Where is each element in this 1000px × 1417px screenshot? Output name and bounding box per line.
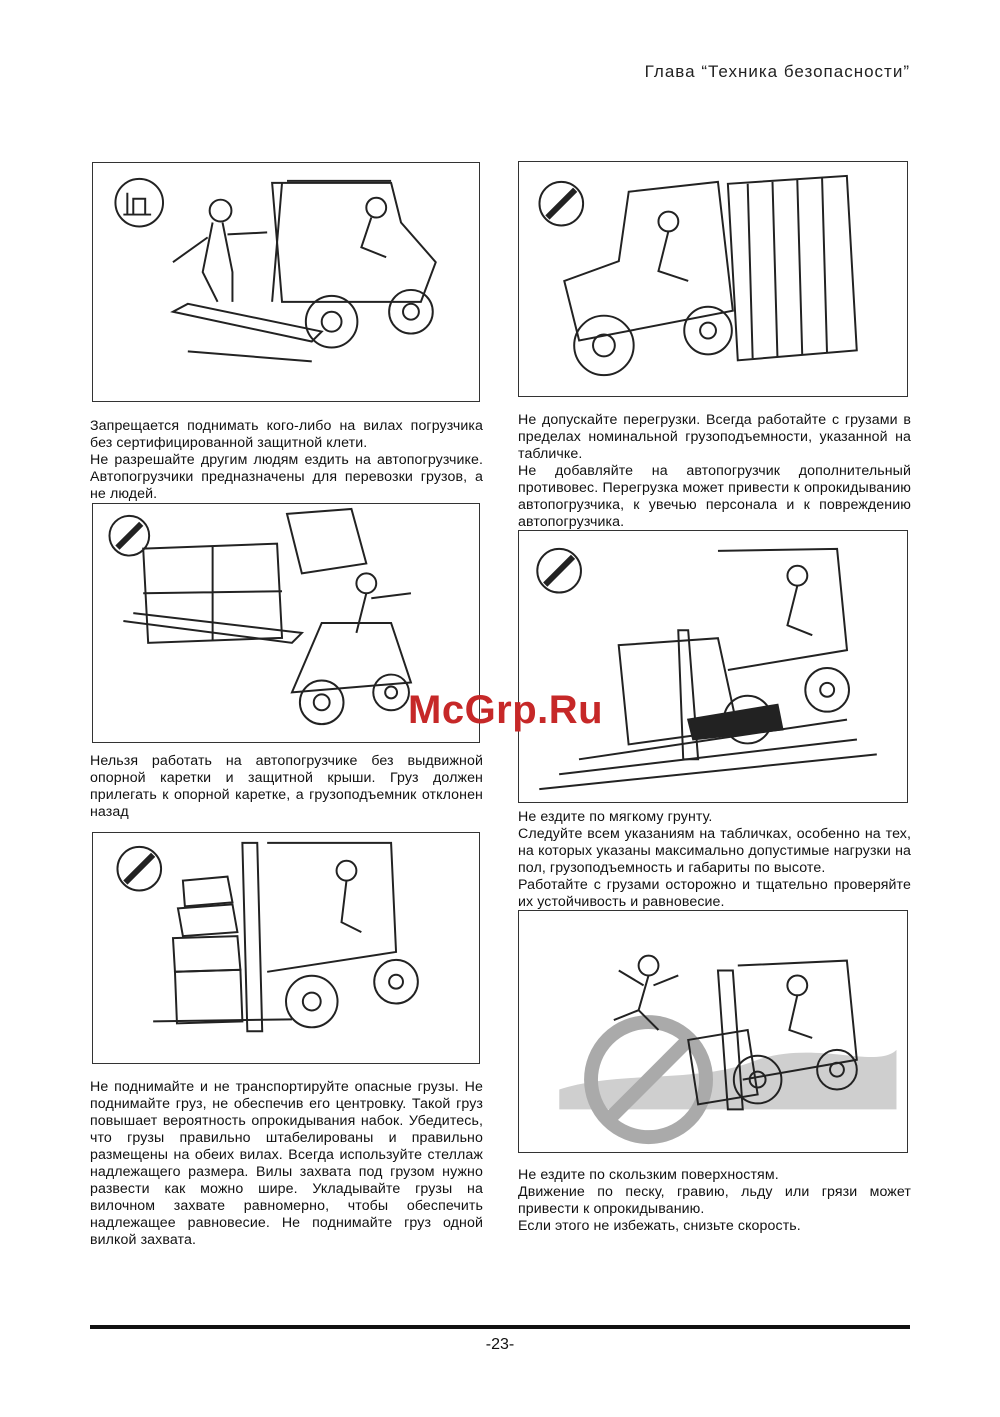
paragraph: Если этого не избежать, снизьте скорость… bbox=[518, 1218, 801, 1234]
paragraph: Не поднимайте и не транспортируйте опасн… bbox=[90, 1079, 483, 1248]
left-text-1: Запрещается поднимать кого-либо на вилах… bbox=[90, 418, 483, 503]
illustration-overload bbox=[518, 161, 908, 397]
prohibition-icon bbox=[538, 180, 585, 227]
paragraph: Следуйте всем указаниям на табличках, ос… bbox=[518, 826, 911, 876]
paragraph: Не ездите по скользким поверхностям. bbox=[518, 1167, 779, 1183]
prohibition-icon bbox=[108, 514, 151, 557]
chapter-header: Глава “Техника безопасности” bbox=[644, 62, 910, 81]
prohibition-icon bbox=[116, 845, 163, 892]
paragraph: Не ездите по мягкому грунту. bbox=[518, 809, 713, 825]
illustration-soft-ground bbox=[518, 530, 908, 803]
no-riding-icon bbox=[123, 192, 152, 216]
right-text-2: Не ездите по мягкому грунту. Следуйте вс… bbox=[518, 809, 911, 911]
paragraph: Не добавляйте на автопогрузчик дополните… bbox=[518, 463, 911, 530]
paragraph: Не разрешайте другим людям ездить на авт… bbox=[90, 452, 483, 502]
prohibition-icon bbox=[114, 177, 165, 228]
page-number: -23- bbox=[485, 1336, 515, 1353]
footer-rule bbox=[90, 1325, 910, 1329]
right-text-1: Не допускайте перегрузки. Всегда работай… bbox=[518, 412, 911, 531]
right-text-3: Не ездите по скользким поверхностям. Дви… bbox=[518, 1167, 911, 1235]
forklift-drawing bbox=[559, 954, 897, 1145]
forklift-drawing bbox=[536, 547, 877, 791]
paragraph: Движение по песку, гравию, льду или гряз… bbox=[518, 1184, 911, 1217]
paragraph: Нельзя работать на автопогрузчике без вы… bbox=[90, 753, 483, 820]
illustration-slippery-surface bbox=[518, 910, 908, 1153]
forklift-drawing bbox=[108, 507, 413, 726]
illustration-person-on-forks bbox=[92, 162, 480, 402]
left-text-3: Не поднимайте и не транспортируйте опасн… bbox=[90, 1079, 483, 1249]
paragraph: Запрещается поднимать кого-либо на вилах… bbox=[90, 418, 483, 451]
forklift-drawing bbox=[114, 177, 437, 363]
paragraph: Работайте с грузами осторожно и тщательн… bbox=[518, 877, 911, 910]
watermark: McGrp.Ru bbox=[408, 688, 604, 732]
illustration-unstable-stack bbox=[92, 832, 480, 1064]
prohibition-icon bbox=[536, 547, 582, 594]
paragraph: Не допускайте перегрузки. Всегда работай… bbox=[518, 412, 911, 462]
prohibition-icon bbox=[584, 1015, 713, 1145]
forklift-drawing bbox=[116, 841, 419, 1033]
illustration-falling-load bbox=[92, 503, 480, 743]
left-text-2: Нельзя работать на автопогрузчике без вы… bbox=[90, 753, 483, 821]
forklift-drawing bbox=[538, 174, 858, 377]
